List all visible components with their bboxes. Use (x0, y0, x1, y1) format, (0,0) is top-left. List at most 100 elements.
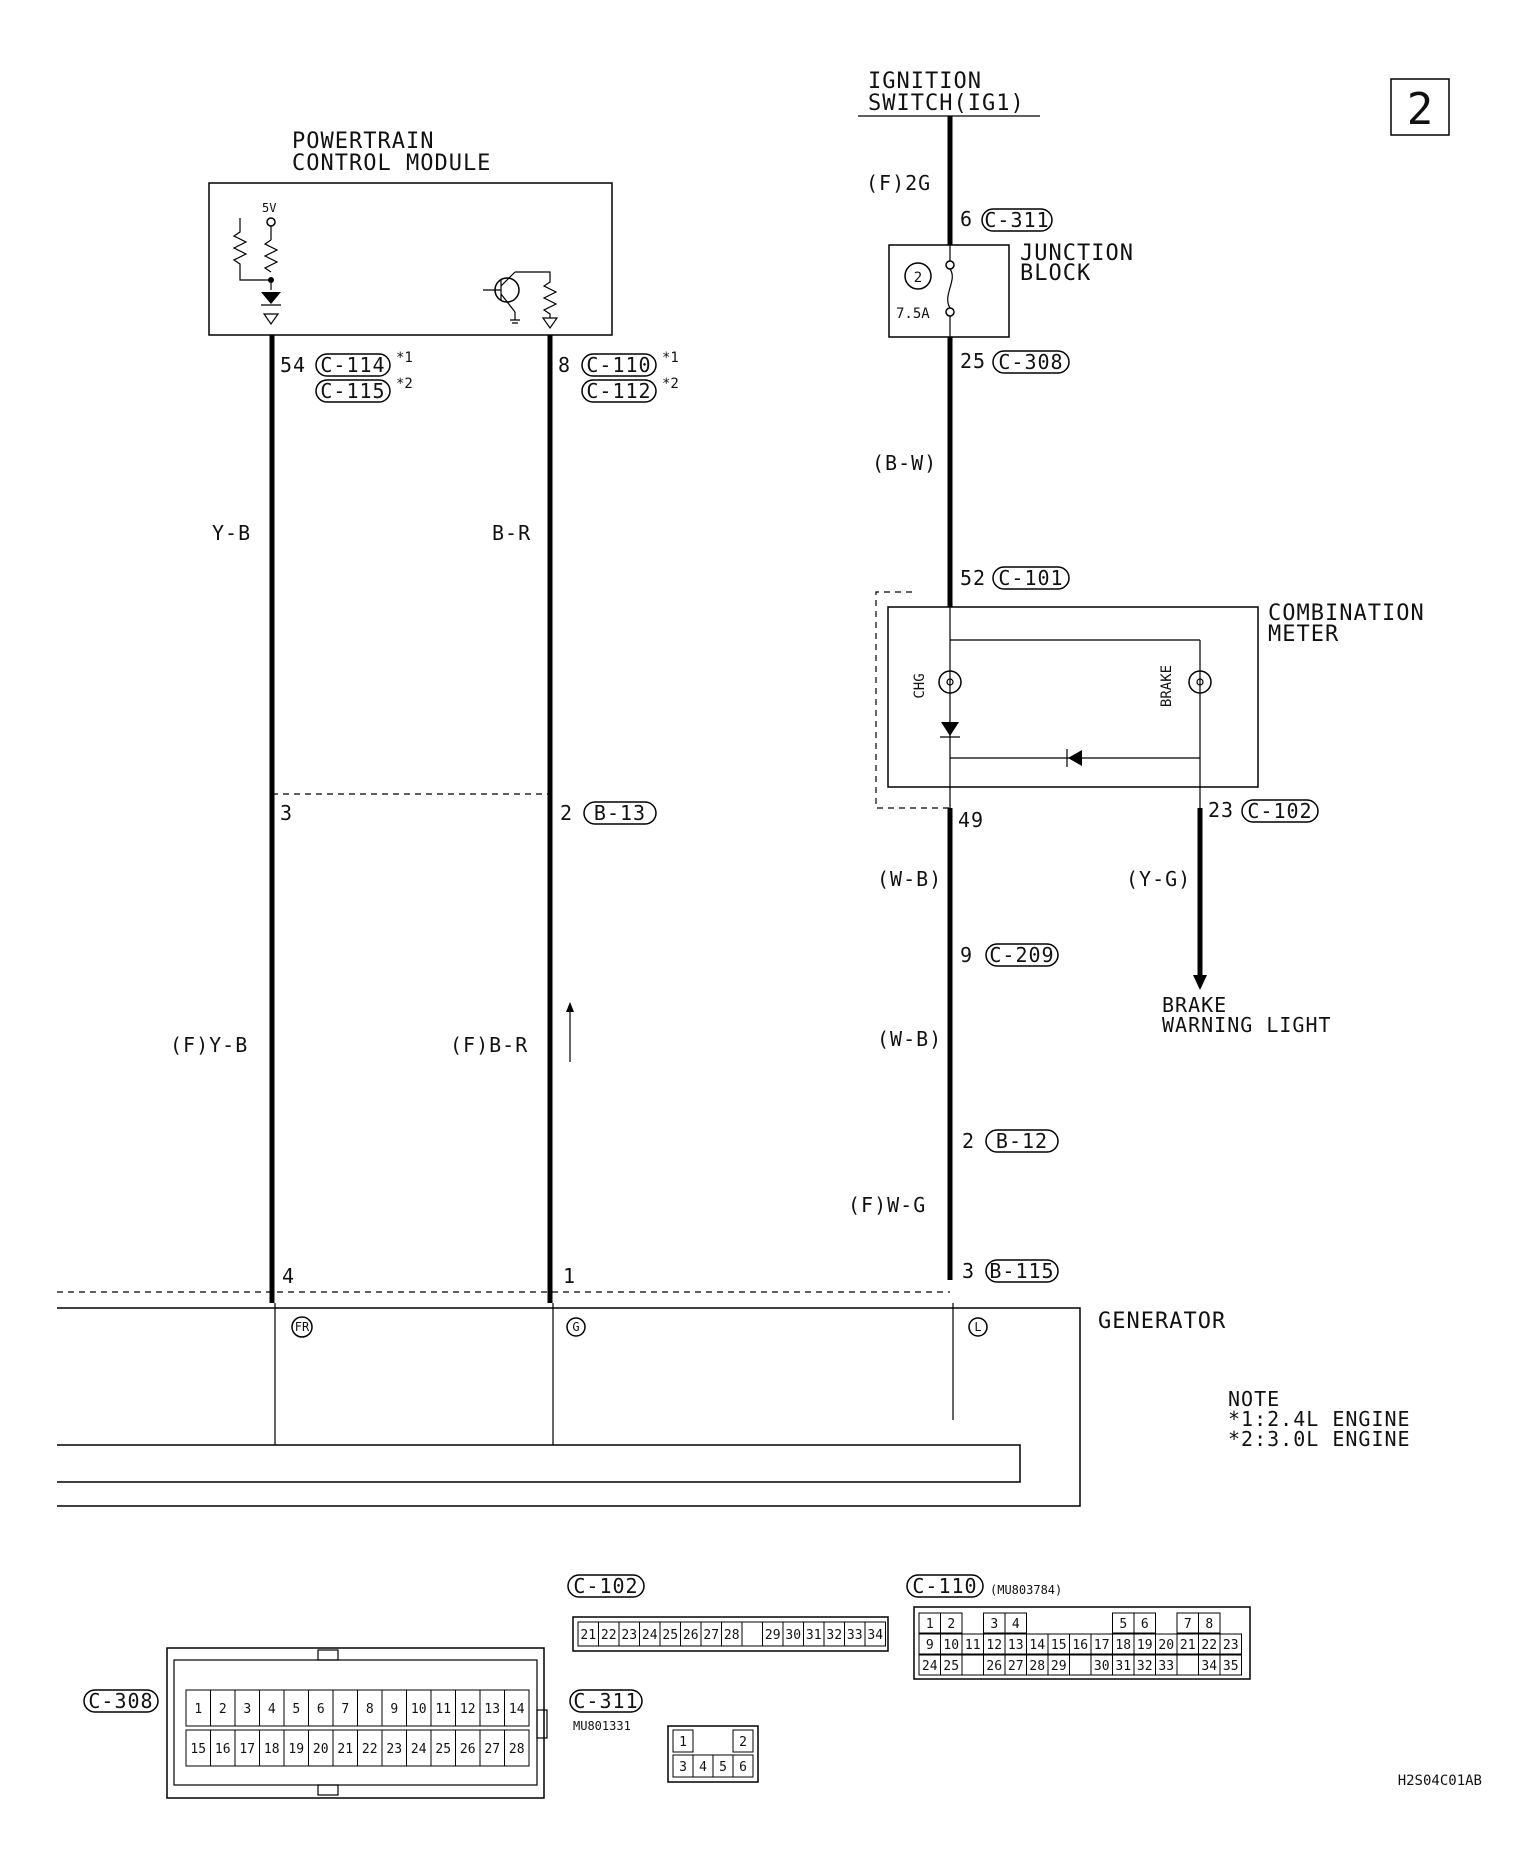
c308-pin: 11 (435, 1702, 451, 1717)
gen-terminal-g: G (572, 1320, 579, 1334)
image-code: H2S04C01AB (1398, 1773, 1482, 1789)
c308-latch-top (317, 1649, 339, 1661)
pcm-diode-icon (261, 292, 281, 304)
c110-pin: 17 (1094, 1638, 1110, 1653)
c110-pin: 6 (1141, 1617, 1149, 1632)
c308-pin: 8 (366, 1702, 374, 1717)
conn-c112-label: C-112 (586, 379, 651, 403)
pcm-output-resistor (515, 271, 558, 318)
c110-pin: 34 (1201, 1659, 1217, 1674)
c308-pin: 25 (435, 1742, 451, 1757)
c110-pin: 11 (965, 1638, 981, 1653)
wire-fyb-label: (F)Y-B (170, 1033, 248, 1057)
c308-pin: 1 (194, 1702, 202, 1717)
c110-pin: 3 (990, 1617, 998, 1632)
brake-target-2: WARNING LIGHT (1162, 1013, 1332, 1037)
pcm-ground-icon (262, 313, 280, 326)
c311-part-number: MU801331 (573, 1719, 631, 1733)
c110-pin: 27 (1008, 1659, 1024, 1674)
c110-face (913, 1606, 1251, 1680)
c110-pin: 24 (922, 1659, 938, 1674)
note-marker-1b: *1 (662, 350, 679, 366)
c308-pin: 17 (239, 1742, 255, 1757)
c110-pin-cell (1069, 1654, 1092, 1676)
pcm-5v-terminal (266, 217, 276, 227)
c311-pin-cell (732, 1729, 754, 1753)
c102-pin: 27 (703, 1628, 719, 1643)
c102-pin: 30 (785, 1628, 801, 1643)
chg-lamp-label: CHG (912, 673, 928, 698)
c311-pin: 5 (719, 1760, 727, 1775)
conn-b13-label: B-13 (594, 801, 646, 825)
conn-c114-label: C-114 (320, 353, 385, 377)
fuse-terminal-top (945, 260, 955, 270)
pin-2-b12: 2 (962, 1129, 975, 1153)
conn-c101-badge (992, 566, 1070, 590)
c102-pin: 32 (826, 1628, 842, 1643)
c102-pin: 28 (724, 1628, 740, 1643)
conn-c112-badge (581, 379, 657, 403)
brake-arrow-icon (1193, 975, 1207, 990)
wire-wb-label-2: (W-B) (877, 1027, 942, 1051)
fuse-number: 2 (914, 270, 922, 286)
c308-pin: 6 (317, 1702, 325, 1717)
brake-target-1: BRAKE (1162, 993, 1227, 1017)
pin-23: 23 (1208, 798, 1234, 822)
c110-pin-cell (1133, 1612, 1156, 1634)
c308-face-label: C-308 (88, 1689, 153, 1713)
c311-pin-cell (672, 1729, 694, 1753)
fuse-rating: 7.5A (896, 306, 930, 322)
pin-9: 9 (960, 943, 973, 967)
wire-fwg-label: (F)W-G (848, 1193, 926, 1217)
c102-pin: 24 (642, 1628, 658, 1643)
c102-pin-cell (864, 1621, 886, 1647)
c308-pin: 26 (460, 1742, 476, 1757)
c102-pin: 26 (683, 1628, 699, 1643)
c308-pin: 27 (484, 1742, 500, 1757)
c102-pin: 23 (621, 1628, 637, 1643)
wire-br-label: B-R (492, 521, 531, 545)
c308-pin: 10 (411, 1702, 427, 1717)
c110-pin-cell (1219, 1654, 1242, 1676)
c110-pin: 1 (926, 1617, 934, 1632)
conn-c308-label: C-308 (998, 350, 1063, 374)
c110-face-badge (906, 1574, 984, 1598)
c110-pin-cell (961, 1654, 984, 1676)
c110-pin: 8 (1205, 1617, 1213, 1632)
c308-pin: 14 (509, 1702, 525, 1717)
c308-pin: 13 (484, 1702, 500, 1717)
pcm-transistor-emitter (500, 293, 516, 313)
c110-pin: 32 (1137, 1659, 1153, 1674)
pcm-label-2: CONTROL MODULE (292, 151, 491, 176)
c102-pin: 31 (806, 1628, 822, 1643)
c110-pin: 18 (1115, 1638, 1131, 1653)
pcm-emitter-ground (510, 319, 520, 324)
pin-3: 3 (280, 801, 293, 825)
brake-lamp-icon (1188, 670, 1212, 694)
c308-latch-bottom (317, 1784, 339, 1796)
pin-52: 52 (960, 566, 986, 590)
c308-pin: 5 (292, 1702, 300, 1717)
note-line-1: *1:2.4L ENGINE (1228, 1407, 1411, 1431)
c102-pin: 33 (847, 1628, 863, 1643)
generator-label: GENERATOR (1098, 1309, 1226, 1334)
c110-pin: 25 (943, 1659, 959, 1674)
c308-pin: 4 (268, 1702, 276, 1717)
c110-pin-cell (1004, 1612, 1027, 1634)
combination-meter-label-2: METER (1268, 622, 1339, 647)
conn-b12-badge (985, 1129, 1059, 1153)
c110-pin: 23 (1223, 1638, 1239, 1653)
c110-pin-cell (1176, 1654, 1199, 1676)
c308-pin-cell (504, 1689, 530, 1727)
pin-3-b115: 3 (962, 1259, 975, 1283)
c102-pin-cell (741, 1621, 763, 1647)
c102-face-badge (567, 1574, 645, 1598)
c110-pin: 22 (1201, 1638, 1217, 1653)
page-number: 2 (1407, 84, 1434, 135)
c110-pin: 19 (1137, 1638, 1153, 1653)
c308-face (166, 1647, 545, 1799)
note-marker-2a: *2 (396, 376, 413, 392)
gen-terminal-fr-icon (291, 1316, 313, 1338)
